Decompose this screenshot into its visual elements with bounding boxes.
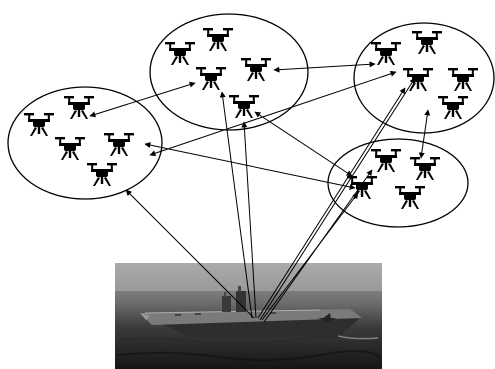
drone-icon xyxy=(229,95,259,118)
link-top-middle-to-top-right xyxy=(273,61,376,73)
link-carrier-to-top-middle-a xyxy=(219,91,253,319)
drone-icon xyxy=(412,31,442,54)
cluster-top-middle-ellipse xyxy=(149,13,309,131)
inter-cluster-links xyxy=(89,61,431,190)
drone-icon xyxy=(64,96,94,119)
link-top-right-to-lower-right xyxy=(418,109,431,159)
drone-icon xyxy=(371,42,401,65)
drone-icon xyxy=(55,137,85,160)
drone-icon xyxy=(395,186,425,209)
link-top-middle-to-lower-right xyxy=(254,111,353,177)
link-carrier-to-lower-right-b xyxy=(263,169,373,323)
drone-icon xyxy=(241,58,271,81)
cluster-left-drones xyxy=(24,96,134,186)
link-left-to-top-right xyxy=(149,70,397,157)
link-carrier-to-left xyxy=(125,189,255,319)
cluster-top-middle-drones xyxy=(165,28,271,118)
drone-icon xyxy=(165,42,195,65)
drone-icon xyxy=(438,96,468,119)
aircraft-carrier-photo xyxy=(115,263,382,369)
link-carrier-to-top-right-b xyxy=(259,77,416,321)
carrier-links xyxy=(125,77,416,323)
link-carrier-to-top-right-a xyxy=(257,87,406,319)
drone-icon xyxy=(24,113,54,136)
drone-icon xyxy=(410,157,440,180)
link-carrier-to-top-middle-b xyxy=(241,121,257,319)
link-left-to-lower-right xyxy=(144,142,356,190)
cluster-lower-right-drones xyxy=(347,149,440,209)
drone-icon xyxy=(371,149,401,172)
cluster-lower-right-ellipse xyxy=(327,138,469,228)
drone-icon xyxy=(104,133,134,156)
drone-icon xyxy=(87,163,117,186)
link-left-to-top-middle xyxy=(89,81,196,118)
drone-icon xyxy=(196,67,226,90)
drone-icon xyxy=(403,68,433,91)
drone-icon xyxy=(203,28,233,51)
drone-icon xyxy=(448,68,478,91)
